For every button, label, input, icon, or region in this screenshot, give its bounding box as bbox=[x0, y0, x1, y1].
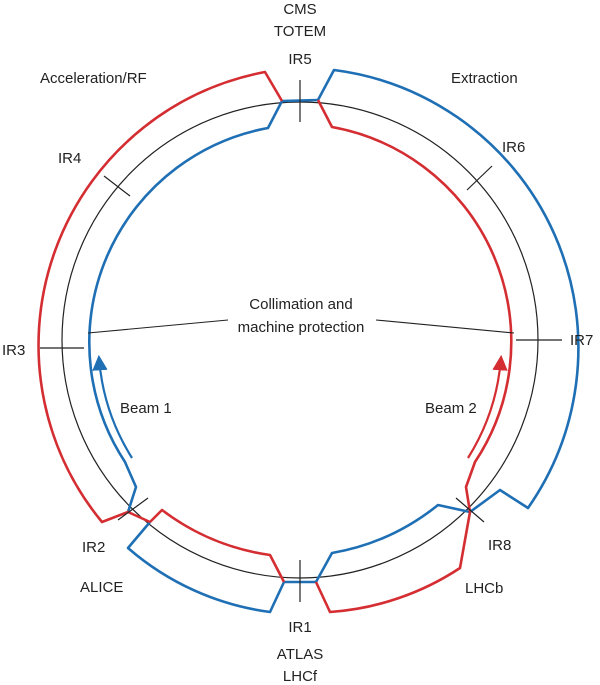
collimation-pointers bbox=[87, 319, 515, 334]
lhcb-label: LHCb bbox=[465, 580, 503, 597]
ir3-label: IR3 bbox=[2, 342, 25, 359]
extraction-label: Extraction bbox=[451, 70, 518, 87]
beam1-label: Beam 1 bbox=[120, 400, 172, 417]
beam2-arrow bbox=[467, 354, 508, 459]
beam1-arrow bbox=[92, 354, 133, 459]
ir6-tick bbox=[466, 165, 493, 191]
beam2-path bbox=[37, 70, 513, 614]
totem-label: TOTEM bbox=[274, 23, 326, 40]
lhcf-label: LHCf bbox=[283, 668, 318, 685]
ir8-tick bbox=[455, 497, 485, 523]
ir5-label: IR5 bbox=[288, 51, 311, 68]
acceleration-label: Acceleration/RF bbox=[40, 70, 147, 87]
ir6-label: IR6 bbox=[502, 139, 525, 156]
ir2-tick bbox=[117, 497, 149, 521]
collimation-label-line2: machine protection bbox=[238, 319, 365, 336]
ir-ticks bbox=[40, 80, 562, 602]
ir8-label: IR8 bbox=[488, 537, 511, 554]
beam2-label: Beam 2 bbox=[425, 400, 477, 417]
cms-label: CMS bbox=[283, 1, 316, 18]
ir4-label: IR4 bbox=[58, 150, 81, 167]
ir4-tick bbox=[103, 175, 131, 197]
ir1-label: IR1 bbox=[288, 619, 311, 636]
ir7-label: IR7 bbox=[570, 332, 593, 349]
beam1-path bbox=[88, 68, 580, 614]
atlas-label: ATLAS bbox=[277, 646, 323, 663]
alice-label: ALICE bbox=[80, 579, 123, 596]
ir2-label: IR2 bbox=[82, 539, 105, 556]
collimation-label-line1: Collimation and bbox=[249, 296, 352, 313]
